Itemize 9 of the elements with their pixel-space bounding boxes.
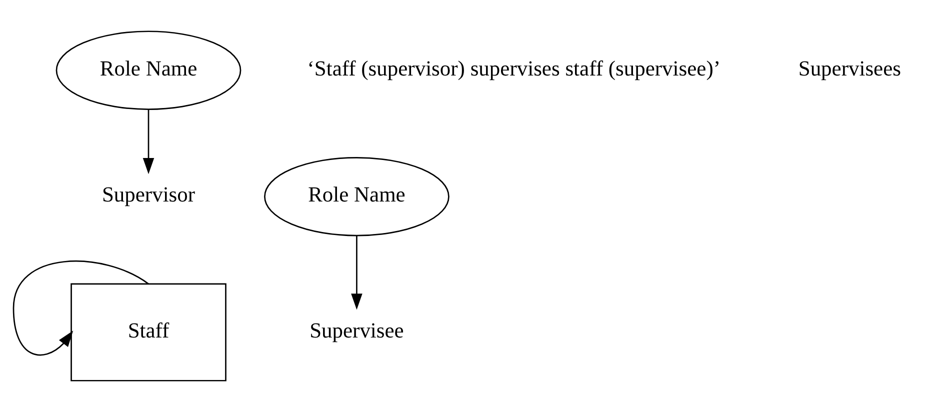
- arrow: [351, 236, 362, 310]
- node-ellipse: Role Name: [264, 156, 450, 236]
- node-box: Staff: [70, 283, 226, 382]
- node-text: Supervisor: [102, 182, 196, 207]
- arrow: [142, 109, 154, 174]
- node-text: Supervisee: [310, 318, 404, 342]
- label: ‘Staff (supervisor) supervises staff (supervisee)’: [307, 56, 721, 80]
- label: Supervisees: [798, 56, 902, 80]
- node-ellipse: Role Name: [56, 30, 242, 110]
